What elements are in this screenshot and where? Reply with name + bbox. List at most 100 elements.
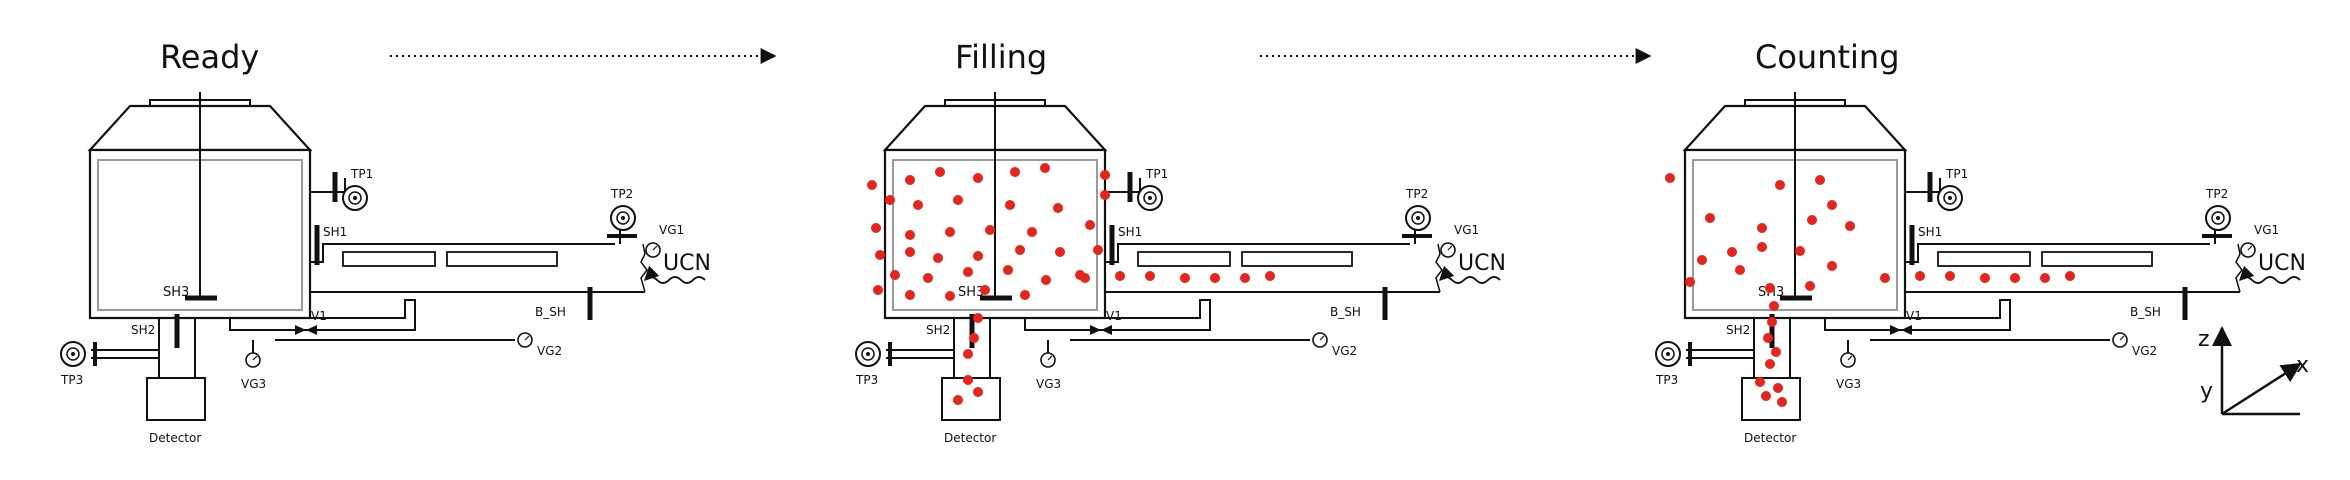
neutron-dot <box>1053 203 1063 213</box>
neutron-dot <box>1240 273 1250 283</box>
detector-box <box>1741 377 1801 421</box>
neutron-dot <box>945 291 955 301</box>
neutron-dot <box>1773 383 1783 393</box>
vg1-label: VG1 <box>2254 223 2279 237</box>
tp1-pump-icon <box>342 185 368 211</box>
neutron-dot <box>1665 173 1675 183</box>
neutron-dot <box>973 173 983 183</box>
neutron-dot <box>1880 273 1890 283</box>
neutron-dot <box>1805 281 1815 291</box>
guide-tube-top <box>310 243 615 263</box>
neutron-dot <box>1767 317 1777 327</box>
sh2-label: SH2 <box>926 323 950 337</box>
neutron-dot <box>973 251 983 261</box>
neutron-dot <box>1040 163 1050 173</box>
vg1-gauge-icon <box>2240 242 2256 258</box>
neutron-dot <box>905 230 915 240</box>
vg1-gauge-icon <box>645 242 661 258</box>
v1-label: V1 <box>1906 309 1922 323</box>
tp2-pump-icon <box>2205 205 2231 231</box>
neutron-dot <box>973 313 983 323</box>
neutron-dot <box>953 195 963 205</box>
neutron-dot <box>890 270 900 280</box>
stage-title: Filling <box>955 38 1047 76</box>
ucn-label: UCN <box>663 251 711 276</box>
sh3-label: SH3 <box>958 285 984 300</box>
tp1-label: TP1 <box>1145 167 1168 181</box>
detector-label: Detector <box>149 431 201 445</box>
axis-z-label: z <box>2198 327 2210 352</box>
vg3-label: VG3 <box>1036 377 1061 391</box>
neutron-dot <box>1027 227 1037 237</box>
wavy-arrow-icon <box>2238 265 2301 284</box>
sh1-label: SH1 <box>1918 225 1942 239</box>
neutron-dot <box>2040 273 2050 283</box>
neutron-dot <box>1757 223 1767 233</box>
neutron-dot <box>1705 213 1715 223</box>
vg3-gauge-icon <box>245 352 261 368</box>
guide-window <box>1241 251 1353 267</box>
neutron-dot <box>1015 245 1025 255</box>
neutron-dot <box>973 387 983 397</box>
neutron-dot <box>1775 180 1785 190</box>
neutron-dot <box>1115 271 1125 281</box>
tp3-label: TP3 <box>1655 373 1678 387</box>
ucn-label: UCN <box>2258 251 2306 276</box>
neutron-dot <box>1763 333 1773 343</box>
stage-panel-counting: CountingSH3TP1SH1TP2VG1B_SHUCNV1VG2VG3SH… <box>1655 38 2306 445</box>
neutron-dot <box>1697 255 1707 265</box>
neutron-dot <box>1100 170 1110 180</box>
neutron-dot <box>1945 271 1955 281</box>
neutron-dot <box>1145 271 1155 281</box>
guide-window <box>2041 251 2153 267</box>
neutron-dot <box>1265 271 1275 281</box>
neutron-dot <box>1055 247 1065 257</box>
neutron-dot <box>913 200 923 210</box>
neutron-dot <box>1777 397 1787 407</box>
vg2-gauge-icon <box>517 332 533 348</box>
bypass-line <box>229 299 416 331</box>
neutron-dot <box>1769 301 1779 311</box>
neutron-dot <box>905 247 915 257</box>
axis-x-label: x <box>2296 353 2309 378</box>
neutron-dot <box>1210 273 1220 283</box>
tp2-label: TP2 <box>2205 187 2228 201</box>
neutron-dot <box>1761 391 1771 401</box>
tp1-label: TP1 <box>1945 167 1968 181</box>
detector-label: Detector <box>1744 431 1796 445</box>
guide-tube-top <box>1105 243 1410 263</box>
v1-label: V1 <box>1106 309 1122 323</box>
neutron-dot <box>1735 265 1745 275</box>
b-sh-label: B_SH <box>535 305 566 319</box>
b-sh-label: B_SH <box>2130 305 2161 319</box>
neutron-dot <box>871 223 881 233</box>
stage-panel-filling: FillingSH3TP1SH1TP2VG1B_SHUCNV1VG2VG3SH2… <box>855 38 1506 445</box>
neutron-dot <box>985 225 995 235</box>
wavy-arrow-icon <box>643 265 706 284</box>
guide-window <box>446 251 558 267</box>
sh2-label: SH2 <box>1726 323 1750 337</box>
neutron-dot <box>963 375 973 385</box>
neutron-dot <box>2065 271 2075 281</box>
neutron-dot <box>1085 220 1095 230</box>
neutron-dot <box>867 180 877 190</box>
neutron-dot <box>1005 200 1015 210</box>
neutron-dot <box>1041 275 1051 285</box>
neutron-dot <box>905 175 915 185</box>
guide-window <box>1137 251 1231 267</box>
bypass-line <box>1024 299 1211 331</box>
b-sh-label: B_SH <box>1330 305 1361 319</box>
vg2-label: VG2 <box>1332 344 1357 358</box>
tp1-pump-icon <box>1937 185 1963 211</box>
neutron-dot <box>1845 221 1855 231</box>
neutron-dot <box>1080 273 1090 283</box>
vg1-label: VG1 <box>1454 223 1479 237</box>
vg2-label: VG2 <box>2132 344 2157 358</box>
vg1-gauge-icon <box>1440 242 1456 258</box>
neutron-dot <box>875 250 885 260</box>
neutron-dot <box>1180 273 1190 283</box>
vg1-label: VG1 <box>659 223 684 237</box>
sh1-label: SH1 <box>1118 225 1142 239</box>
neutron-dot <box>1727 247 1737 257</box>
ucn-label: UCN <box>1458 251 1506 276</box>
